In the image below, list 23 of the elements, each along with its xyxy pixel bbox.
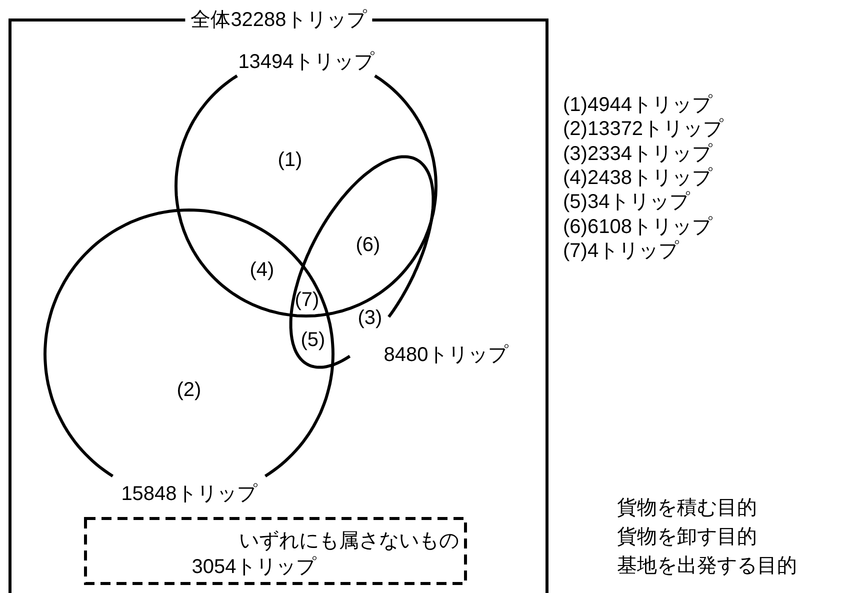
count-list-item: (1)4944トリップ	[563, 93, 712, 117]
count-list-item: (6)6108トリップ	[563, 214, 712, 238]
region-number: (2)	[176, 378, 202, 402]
region-number: (5)	[300, 328, 326, 352]
count-label: 15848トリップ	[121, 482, 257, 506]
box-heading: いずれにも属さないもの	[239, 529, 459, 553]
region-number: (1)	[278, 148, 302, 172]
count-list-item: (2)13372トリップ	[563, 117, 724, 142]
count-label: 3054トリップ	[192, 555, 316, 579]
count-label: 8480トリップ	[384, 343, 508, 367]
count-list-item: (5)34トリップ	[563, 190, 690, 214]
purpose-label: 貨物を積む目的	[617, 496, 757, 520]
count-list-item: (7)4トリップ	[563, 238, 679, 263]
count-label: 13494トリップ	[238, 50, 374, 74]
region-number: (3)	[358, 306, 382, 330]
frame-title: 全体32288トリップ	[184, 8, 372, 32]
purpose-label: 基地を出発する目的	[617, 554, 797, 578]
region-number: (4)	[250, 258, 274, 282]
count-list-item: (4)2438トリップ	[563, 166, 712, 190]
purpose-label: 貨物を卸す目的	[617, 525, 757, 549]
count-list-item: (3)2334トリップ	[563, 142, 712, 166]
region-number: (6)	[356, 233, 380, 257]
region-number: (7)	[294, 288, 320, 312]
